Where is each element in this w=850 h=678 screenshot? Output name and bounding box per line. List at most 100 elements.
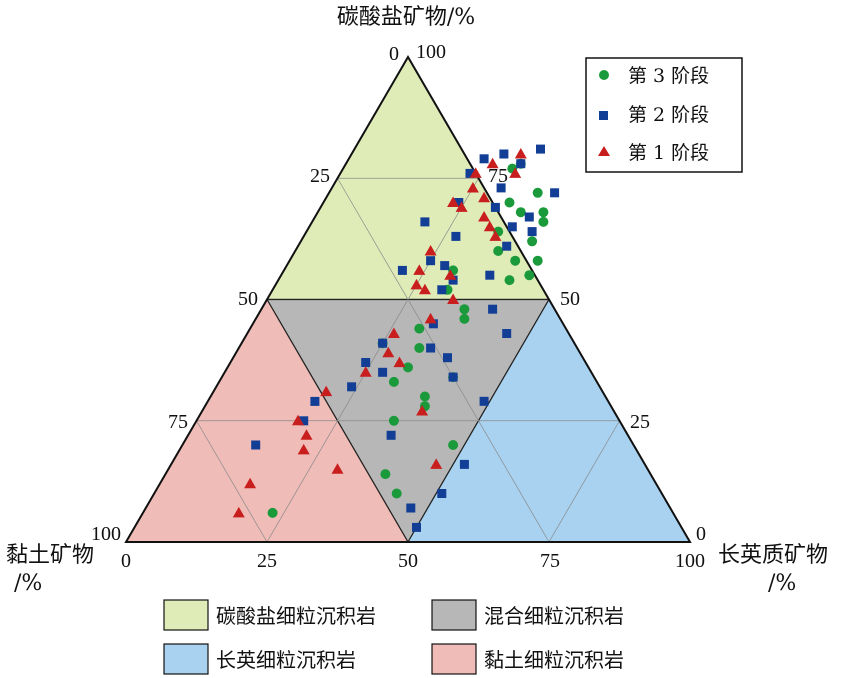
region-label-mixed: 混合细粒沉积岩 (484, 604, 624, 628)
legend-marker-stage-2 (599, 111, 608, 120)
point-series-3-21 (359, 366, 372, 377)
point-series-2-37 (437, 489, 447, 498)
point-series-2-13 (451, 231, 461, 241)
point-series-1-29 (267, 507, 278, 518)
point-series-2-2 (479, 154, 489, 164)
point-series-1-22 (388, 376, 399, 387)
region-legend: 碳酸盐细粒沉积岩 混合细粒沉积岩 长英细粒沉积岩 黏土细粒沉积岩 (163, 599, 624, 675)
point-series-2-23 (502, 329, 512, 338)
point-series-3-8 (478, 211, 491, 222)
point-series-2-27 (361, 358, 371, 367)
legend-marker-stage-1 (598, 146, 610, 156)
legend-label-stage-1: 第 1 阶段 (628, 142, 709, 164)
point-series-2-12 (527, 227, 537, 237)
tick-right-75: 75 (488, 165, 508, 187)
point-series-2-24 (378, 338, 388, 348)
point-series-2-4 (465, 168, 475, 178)
tick-right-25: 25 (630, 411, 650, 433)
point-series-2-1 (536, 144, 545, 154)
point-series-1-9 (532, 255, 543, 266)
point-series-3-24 (292, 414, 304, 426)
point-series-2-36 (459, 459, 469, 469)
point-series-2-30 (347, 382, 357, 392)
point-series-2-18 (485, 270, 495, 280)
point-series-2-9 (524, 212, 534, 222)
tick-left-25: 25 (310, 165, 330, 187)
point-series-3-1 (486, 157, 499, 169)
point-series-1-16 (459, 304, 470, 315)
point-series-2-11 (507, 222, 517, 232)
point-series-1-2 (532, 187, 543, 198)
grid-clay-75 (196, 420, 268, 543)
point-series-1-21 (403, 362, 413, 373)
point-series-2-7 (454, 198, 464, 207)
region-swatch-felsic (163, 643, 209, 675)
tick-right-0: 0 (696, 523, 706, 545)
point-series-1-27 (380, 469, 391, 480)
point-series-2-16 (440, 261, 450, 271)
region-label-felsic: 长英细粒沉积岩 (216, 648, 356, 672)
point-series-3-3 (509, 167, 522, 178)
axis-titles: 碳酸盐矿物/% 黏土矿物 /% 长英质矿物 /% (6, 5, 828, 596)
point-series-2-32 (310, 396, 320, 406)
point-series-1-18 (414, 323, 425, 334)
legend-marker-stage-3 (599, 70, 609, 80)
point-series-3-2 (469, 167, 482, 178)
point-series-3-10 (489, 230, 502, 241)
point-series-2-31 (479, 396, 489, 406)
point-series-2-19 (448, 275, 458, 285)
point-series-3-14 (410, 278, 423, 290)
point-series-2-29 (448, 372, 458, 382)
point-series-2-38 (406, 503, 416, 513)
point-series-3-12 (413, 264, 426, 275)
point-series-1-13 (493, 246, 504, 256)
point-series-2-5 (496, 183, 506, 193)
legend: 第 3 阶段 第 2 阶段 第 1 阶段 (585, 57, 743, 173)
axis-unit-felsic: /% (768, 571, 796, 596)
point-series-2-26 (443, 353, 452, 363)
grid-felsic-75 (548, 420, 620, 543)
point-series-2-35 (251, 440, 261, 450)
point-series-1-7 (527, 236, 538, 247)
tick-bottom-75: 75 (540, 550, 560, 572)
region-swatch-carbonate (163, 599, 209, 631)
point-series-3-20 (393, 356, 406, 368)
point-series-2-28 (378, 367, 388, 377)
point-series-2-10 (420, 217, 430, 227)
axis-title-clay: 黏土矿物 (6, 543, 94, 568)
point-series-3-18 (387, 327, 400, 338)
data-points (232, 144, 560, 532)
tick-right-100: 100 (416, 41, 446, 63)
point-series-3-19 (382, 346, 395, 358)
region-swatch-mixed (431, 599, 477, 631)
point-series-3-4 (466, 182, 479, 193)
point-series-2-3 (516, 159, 526, 169)
point-series-3-6 (447, 196, 460, 207)
point-series-2-6 (550, 188, 560, 198)
tick-bottom-25: 25 (257, 550, 277, 572)
legend-box (585, 57, 743, 173)
tick-left-75: 75 (168, 411, 188, 433)
tick-left-50: 50 (238, 288, 258, 310)
region-swatch-clay (431, 643, 477, 675)
point-series-2-0 (499, 149, 509, 159)
point-series-2-8 (490, 202, 500, 212)
tick-bottom-50: 50 (398, 550, 418, 572)
point-series-3-26 (297, 443, 310, 455)
point-series-1-6 (538, 216, 549, 227)
point-series-2-25 (426, 343, 436, 353)
point-series-2-34 (386, 430, 396, 440)
tick-right-50: 50 (560, 288, 580, 310)
point-series-2-14 (502, 241, 512, 251)
point-series-3-17 (424, 312, 437, 324)
point-series-2-22 (428, 319, 438, 329)
point-series-3-29 (244, 477, 257, 489)
region-label-carbonate: 碳酸盐细粒沉积岩 (216, 604, 376, 628)
point-series-3-16 (447, 293, 460, 304)
point-series-3-0 (514, 148, 527, 159)
point-series-1-20 (414, 343, 425, 353)
point-series-3-30 (232, 506, 245, 518)
axis-title-felsic: 长英质矿物 (718, 543, 828, 568)
grid-felsic-25 (266, 178, 479, 543)
